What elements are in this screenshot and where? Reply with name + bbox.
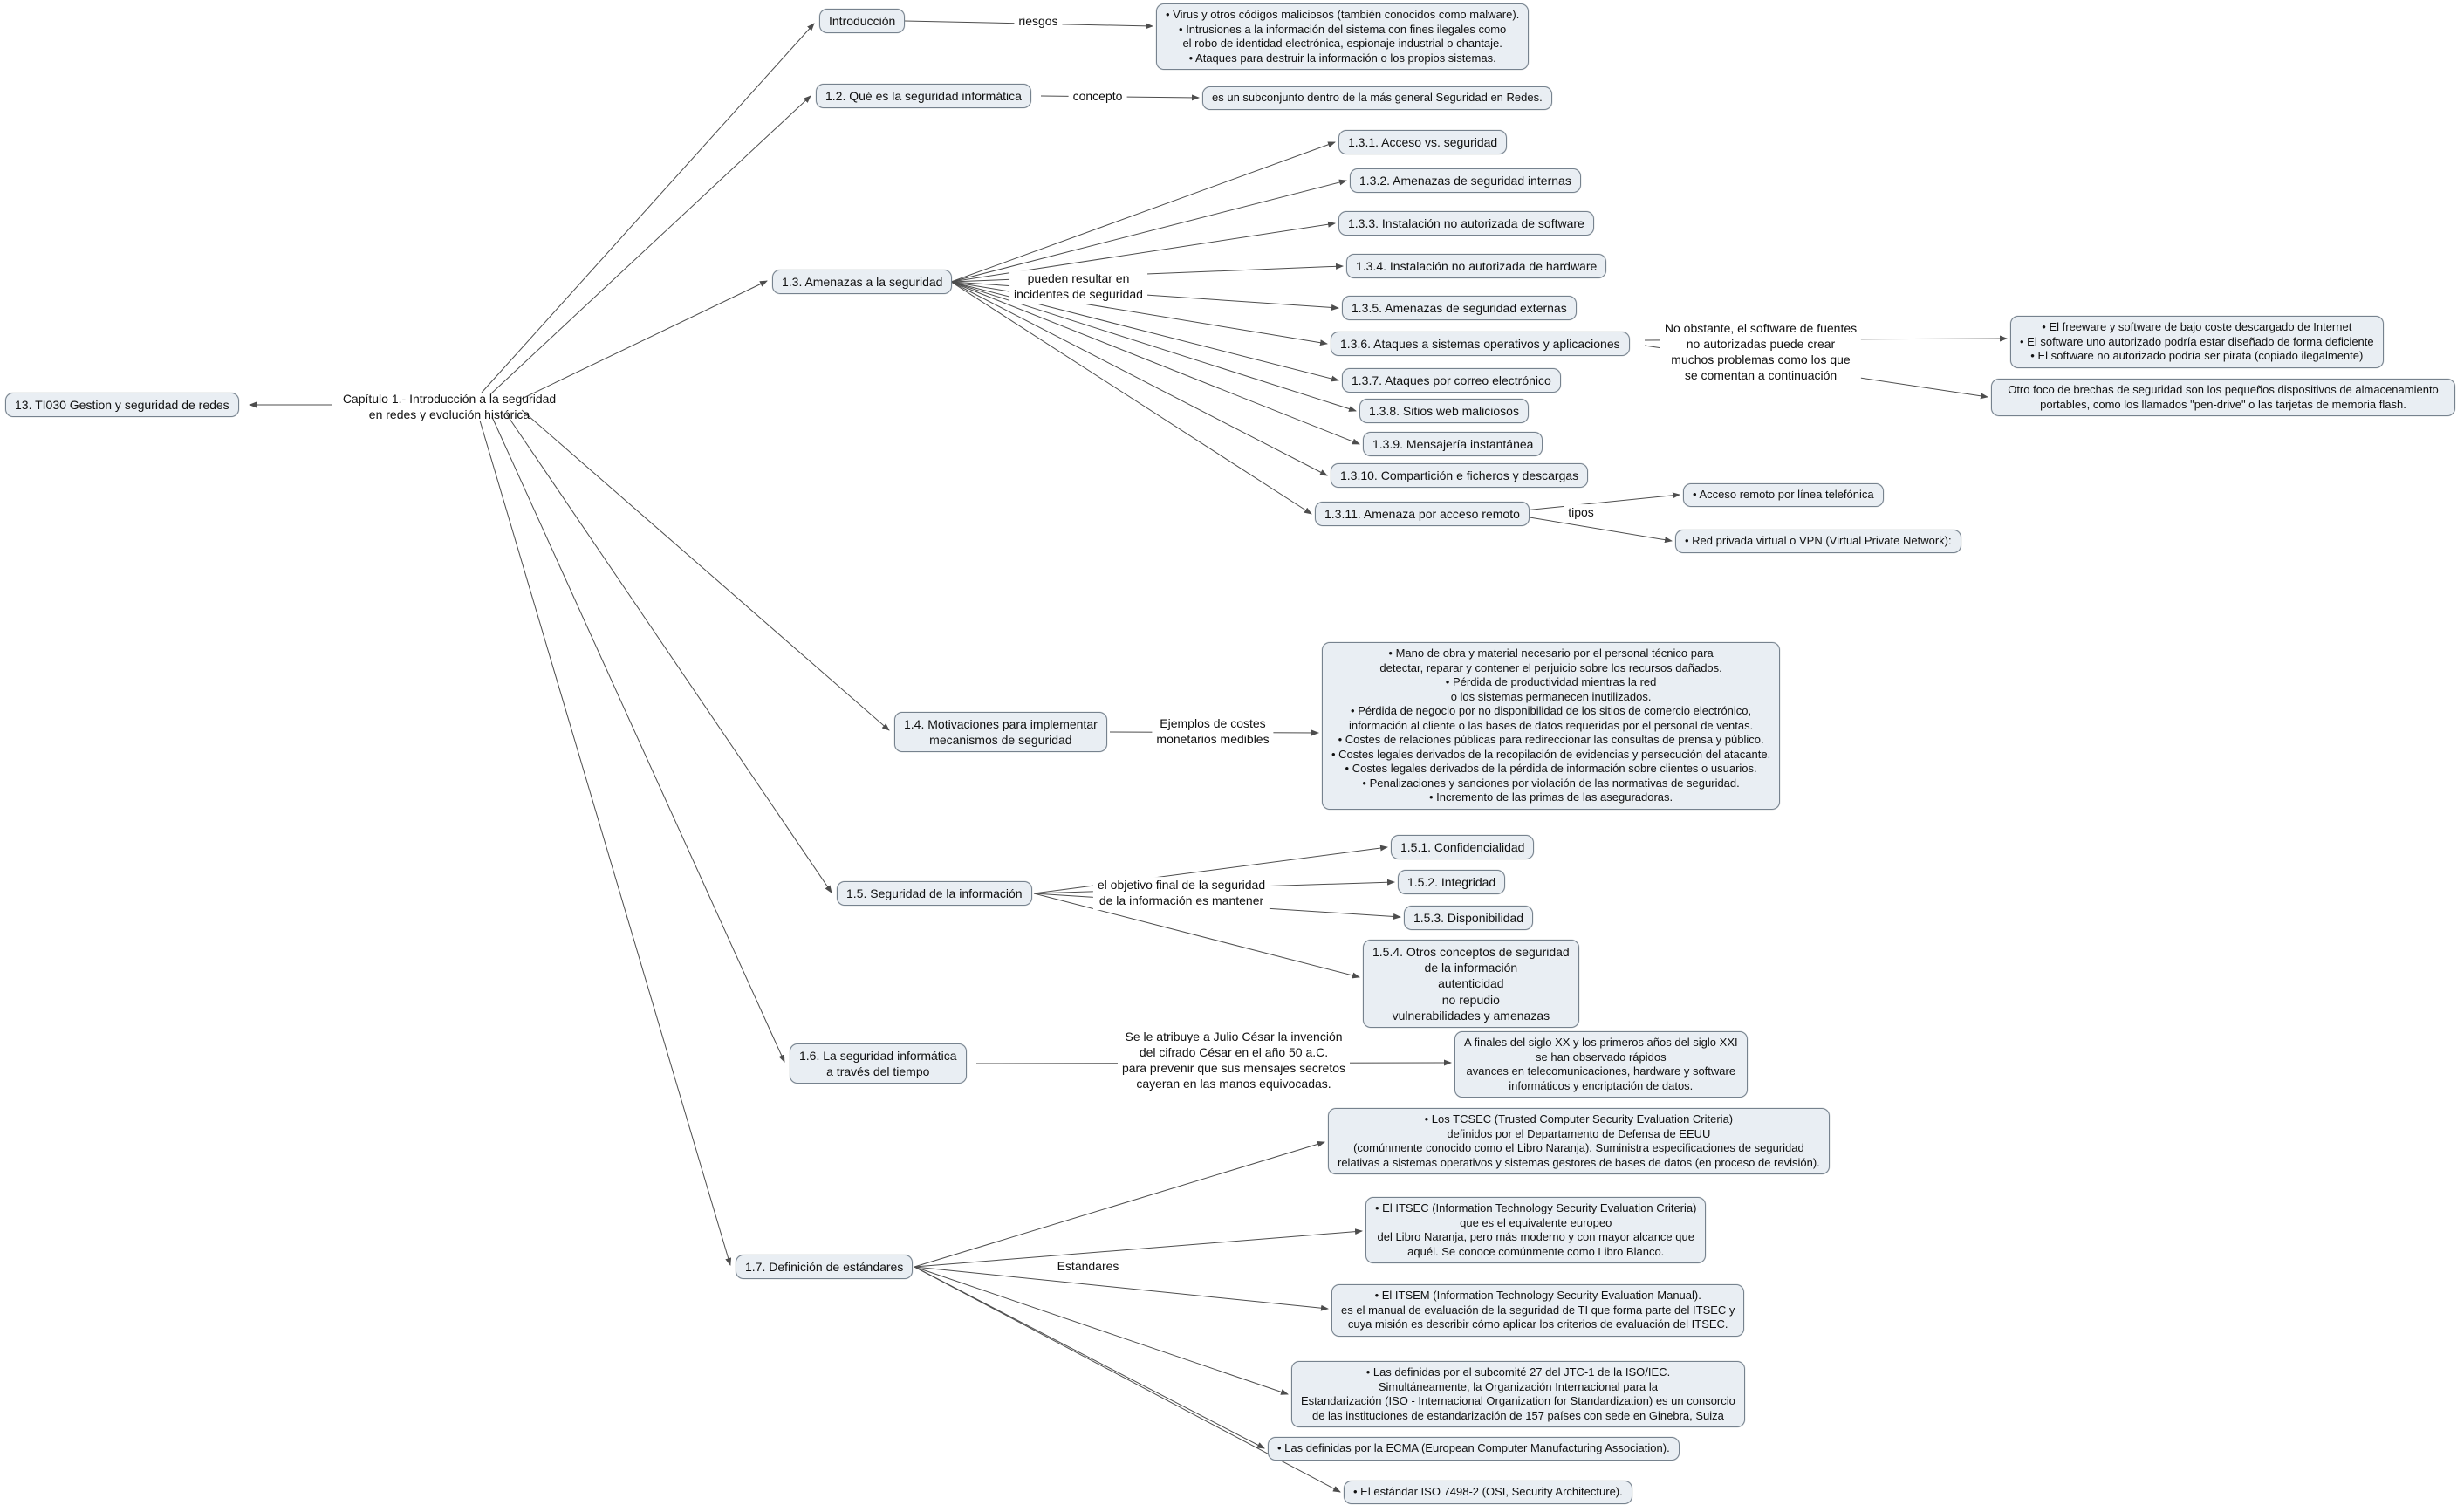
node-1-2-que-es[interactable]: 1.2. Qué es la seguridad informática xyxy=(816,84,1031,109)
leaf-iso-7498-2[interactable]: • El estándar ISO 7498-2 (OSI, Security … xyxy=(1344,1481,1632,1504)
node-1-3-5[interactable]: 1.3.5. Amenazas de seguridad externas xyxy=(1342,296,1577,321)
node-1-3-4[interactable]: 1.3.4. Instalación no autorizada de hard… xyxy=(1346,254,1607,279)
edge-label-concepto: concepto xyxy=(1068,88,1127,106)
leaf-itsec[interactable]: • El ITSEC (Information Technology Secur… xyxy=(1365,1197,1707,1263)
edge-label-1-3-11-tipos: tipos xyxy=(1564,504,1598,522)
node-1-3-10[interactable]: 1.3.10. Compartición e ficheros y descar… xyxy=(1331,463,1589,489)
node-1-3-9[interactable]: 1.3.9. Mensajería instantánea xyxy=(1363,432,1543,457)
leaf-1-6-siglo-xx[interactable]: A finales del siglo XX y los primeros añ… xyxy=(1454,1031,1748,1098)
leaf-ecma[interactable]: • Las definidas por la ECMA (European Co… xyxy=(1268,1437,1680,1461)
leaf-1-3-6-dispositivos-portables[interactable]: Otro foco de brechas de seguridad son lo… xyxy=(1991,379,2455,416)
leaf-tcsec[interactable]: • Los TCSEC (Trusted Computer Security E… xyxy=(1328,1108,1830,1174)
node-chapter[interactable]: Capítulo 1.- Introducción a la seguridad… xyxy=(342,392,557,422)
leaf-iso-jtc1[interactable]: • Las definidas por el subcomité 27 del … xyxy=(1291,1361,1745,1427)
node-1-6-historia[interactable]: 1.6. La seguridad informática a través d… xyxy=(790,1043,967,1084)
node-1-3-7[interactable]: 1.3.7. Ataques por correo electrónico xyxy=(1342,368,1561,393)
edge-label-1-3-incidentes: pueden resultar en incidentes de segurid… xyxy=(1009,270,1147,304)
node-1-5-3-disponibilidad[interactable]: 1.5.3. Disponibilidad xyxy=(1404,906,1534,931)
node-1-7-estandares[interactable]: 1.7. Definición de estándares xyxy=(736,1255,914,1280)
node-root[interactable]: 13. TI030 Gestion y seguridad de redes xyxy=(5,393,239,418)
leaf-1-4-costes-medibles[interactable]: • Mano de obra y material necesario por … xyxy=(1322,642,1781,810)
node-1-5-1-confidencialidad[interactable]: 1.5.1. Confidencialidad xyxy=(1391,835,1535,860)
node-1-3-11[interactable]: 1.3.11. Amenaza por acceso remoto xyxy=(1315,502,1530,527)
edge-label-1-6-julio-cesar: Se le atribuye a Julio César la invenció… xyxy=(1117,1029,1351,1093)
node-1-5-seguridad-informacion[interactable]: 1.5. Seguridad de la información xyxy=(837,881,1032,907)
node-1-5-2-integridad[interactable]: 1.5.2. Integridad xyxy=(1398,870,1506,895)
node-1-3-amenazas[interactable]: 1.3. Amenazas a la seguridad xyxy=(772,270,953,295)
edge-label-1-4-costes: Ejemplos de costes monetarios medibles xyxy=(1152,715,1274,749)
node-introduccion[interactable]: Introducción xyxy=(819,9,906,34)
node-1-4-motivaciones[interactable]: 1.4. Motivaciones para implementar mecan… xyxy=(894,712,1107,753)
leaf-introduccion-riesgos[interactable]: • Virus y otros códigos maliciosos (tamb… xyxy=(1156,3,1530,70)
node-1-3-2[interactable]: 1.3.2. Amenazas de seguridad internas xyxy=(1350,168,1581,194)
node-1-3-1[interactable]: 1.3.1. Acceso vs. seguridad xyxy=(1338,130,1508,155)
edge-label-1-7-estandares: Estándares xyxy=(1052,1258,1124,1276)
node-1-5-4-otros-conceptos[interactable]: 1.5.4. Otros conceptos de seguridad de l… xyxy=(1363,940,1579,1028)
leaf-1-2-concepto[interactable]: es un subconjunto dentro de la más gener… xyxy=(1202,86,1552,110)
node-1-3-3[interactable]: 1.3.3. Instalación no autorizada de soft… xyxy=(1338,211,1594,236)
node-1-3-8[interactable]: 1.3.8. Sitios web maliciosos xyxy=(1359,399,1529,424)
node-1-3-6[interactable]: 1.3.6. Ataques a sistemas operativos y a… xyxy=(1331,332,1630,357)
edge-label-riesgos: riesgos xyxy=(1014,13,1063,31)
leaf-itsem[interactable]: • El ITSEM (Information Technology Secur… xyxy=(1331,1284,1745,1337)
edge-label-1-3-6-no-obstante: No obstante, el software de fuentes no a… xyxy=(1660,320,1862,385)
leaf-acceso-remoto-telefonica[interactable]: • Acceso remoto por línea telefónica xyxy=(1683,483,1884,507)
edge-label-1-5-objetivo: el objetivo final de la seguridad de la … xyxy=(1092,877,1270,910)
leaf-1-3-6-software-no-autorizado[interactable]: • El freeware y software de bajo coste d… xyxy=(2010,316,2384,368)
leaf-acceso-remoto-vpn[interactable]: • Red privada virtual o VPN (Virtual Pri… xyxy=(1675,530,1961,553)
